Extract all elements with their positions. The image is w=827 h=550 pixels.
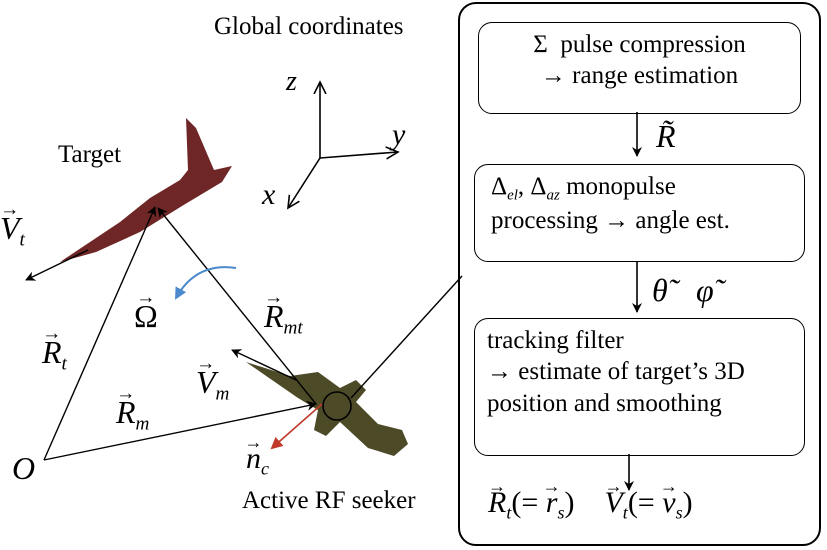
processing-panel: Σ pulse compression → range estimation R…	[458, 2, 821, 546]
target-label: Target	[58, 141, 122, 168]
sigma-symbol: Σ	[533, 31, 548, 58]
v-m-sub: m	[215, 383, 230, 405]
monopulse-text: monopulse	[559, 173, 676, 200]
block1-line1: Σ pulse compression	[487, 29, 792, 60]
r-tilde-label: R̃	[656, 118, 676, 154]
seeker-to-panel-line	[350, 275, 463, 399]
out-r-eq: (=	[511, 486, 546, 519]
r-t-sub: t	[61, 353, 67, 375]
n-c-label: nc	[246, 444, 269, 479]
pulse-compression-block: Σ pulse compression → range estimation	[478, 22, 801, 114]
n-c-sub: c	[261, 458, 269, 479]
axis-x-label: x	[262, 178, 276, 211]
block1-line1-text: pulse compression	[560, 31, 746, 58]
out-v-eq: (=	[627, 486, 663, 519]
phi-tilde-label: φ̃	[696, 272, 714, 308]
out-v-base: V	[604, 488, 622, 518]
r-mt-sub: mt	[283, 317, 303, 339]
delta-el-symbol: Δ	[491, 173, 508, 200]
monopulse-block: Δel, Δaz monopulse processing → angle es…	[474, 164, 805, 262]
seeker-missile-shape	[246, 362, 408, 456]
r-mt-base: R	[264, 300, 284, 332]
r-m-label: Rm	[116, 396, 149, 434]
v-t-label: Vt	[0, 212, 25, 250]
axis-y-label: y	[392, 118, 406, 151]
theta-tilde-label: θ̃	[652, 272, 668, 308]
v-t-vector	[25, 249, 89, 281]
r-m-vector	[43, 400, 317, 461]
r-mt-label: Rmt	[264, 300, 303, 338]
el-sub: el	[507, 187, 518, 204]
out-vs: v	[662, 488, 675, 518]
out-rs-sub: s	[557, 502, 565, 523]
r-m-base: R	[116, 396, 136, 428]
tracking-filter-block: tracking filter → estimate of target’s 3…	[474, 318, 805, 456]
omega-label: Ω	[134, 300, 158, 332]
n-c-vector	[270, 403, 323, 450]
r-t-base: R	[42, 336, 62, 368]
r-t-label: Rt	[42, 336, 67, 374]
omega-rotation-arrow	[175, 266, 237, 300]
block3-line2: → estimate of target’s 3D	[487, 358, 745, 386]
delta-az-symbol: Δ	[530, 173, 547, 200]
v-m-base: V	[196, 366, 216, 398]
out-r-base: R	[488, 488, 506, 518]
block1-line2: → range estimation	[540, 62, 739, 90]
global-axes	[288, 82, 398, 208]
origin-label: O	[12, 450, 36, 486]
r-mt-vector	[157, 207, 317, 405]
out-rs: r	[546, 488, 558, 518]
block2-line2: processing → angle est.	[491, 207, 730, 234]
out-r-sub: t	[506, 502, 512, 523]
v-m-label: Vm	[196, 366, 229, 404]
global-coordinates-label: Global coordinates	[214, 13, 404, 40]
v-m-vector	[231, 349, 297, 381]
out-v-sub: t	[622, 502, 628, 523]
comma: ,	[517, 173, 525, 200]
omega-symbol: Ω	[134, 300, 158, 332]
target-aircraft-shape	[60, 118, 232, 262]
n-c-base: n	[246, 444, 261, 474]
v-t-base: V	[0, 212, 20, 244]
axis-z-label: z	[286, 66, 297, 97]
r-m-sub: m	[135, 413, 150, 435]
out-r-close: )	[564, 486, 575, 519]
v-t-sub: t	[19, 229, 25, 251]
seeker-label: Active RF seeker	[242, 487, 416, 514]
output-estimates: Rt(= rs) Vt(= vs)	[488, 486, 693, 523]
block3-line3: position and smoothing	[487, 389, 722, 417]
out-v-close: )	[682, 486, 693, 519]
out-vs-sub: s	[675, 502, 683, 523]
r-t-vector	[43, 206, 156, 461]
block2-line1: Δel, Δaz monopulse	[491, 171, 796, 205]
block3-line1: tracking filter	[487, 327, 624, 354]
seeker-antenna-circle	[322, 391, 352, 421]
az-sub: az	[546, 187, 560, 204]
